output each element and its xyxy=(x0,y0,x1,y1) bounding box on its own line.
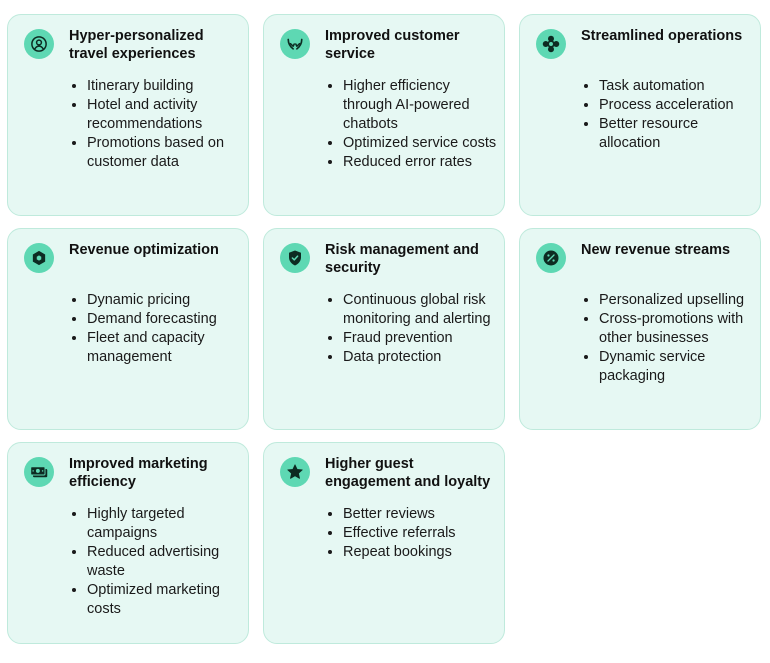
card-title: Risk management and security xyxy=(325,242,479,276)
card-bullet-list: Itinerary building Hotel and activity re… xyxy=(69,77,244,172)
hands-icon xyxy=(280,29,310,59)
card-title: Revenue optimization xyxy=(69,242,219,258)
card-title: Streamlined operations xyxy=(581,28,743,44)
card-bullet-list: Personalized upselling Cross-promotions … xyxy=(581,291,756,386)
list-item: Cross-promotions with other businesses xyxy=(599,310,756,348)
list-item: Personalized upselling xyxy=(599,291,756,310)
list-item: Fleet and capacity management xyxy=(87,329,244,367)
list-item: Optimized service costs xyxy=(343,134,500,153)
user-circle-icon xyxy=(24,29,54,59)
card-bullet-list: Continuous global risk monitoring and al… xyxy=(325,291,500,367)
card-title: New revenue streams xyxy=(581,242,731,258)
list-item: Reduced advertising waste xyxy=(87,543,244,581)
list-item: Better resource allocation xyxy=(599,115,756,153)
card-title: Improved customer service xyxy=(325,28,460,62)
percent-icon xyxy=(536,243,566,273)
shield-check-icon xyxy=(280,243,310,273)
card-title: Improved marketing efficiency xyxy=(69,456,208,490)
benefit-card-customer-service: Improved customer service Higher efficie… xyxy=(263,14,505,216)
card-bullet-list: Dynamic pricing Demand forecasting Fleet… xyxy=(69,291,244,367)
star-icon xyxy=(280,457,310,487)
list-item: Task automation xyxy=(599,77,756,96)
list-item: Demand forecasting xyxy=(87,310,244,329)
benefit-card-new-revenue-streams: New revenue streams Personalized upselli… xyxy=(519,228,761,430)
list-item: Itinerary building xyxy=(87,77,244,96)
list-item: Data protection xyxy=(343,348,500,367)
list-item: Dynamic pricing xyxy=(87,291,244,310)
list-item: Higher efficiency through AI-powered cha… xyxy=(343,77,500,134)
benefit-card-guest-engagement: Higher guest engagement and loyalty Bett… xyxy=(263,442,505,644)
list-item: Fraud prevention xyxy=(343,329,500,348)
card-title: Higher guest engagement and loyalty xyxy=(325,456,491,490)
list-item: Repeat bookings xyxy=(343,543,500,562)
benefit-card-personalized-travel: Hyper-personalized travel experiences It… xyxy=(7,14,249,216)
list-item: Better reviews xyxy=(343,505,500,524)
list-item: Dynamic service packaging xyxy=(599,348,756,386)
benefit-card-streamlined-operations: Streamlined operations Task automation P… xyxy=(519,14,761,216)
list-item: Reduced error rates xyxy=(343,153,500,172)
benefit-card-marketing-efficiency: Improved marketing efficiency Highly tar… xyxy=(7,442,249,644)
benefit-card-risk-management: Risk management and security Continuous … xyxy=(263,228,505,430)
card-bullet-list: Highly targeted campaigns Reduced advert… xyxy=(69,505,244,619)
gear-icon xyxy=(536,29,566,59)
card-bullet-list: Higher efficiency through AI-powered cha… xyxy=(325,77,500,172)
list-item: Promotions based on customer data xyxy=(87,134,244,172)
money-icon xyxy=(24,457,54,487)
list-item: Hotel and activity recommendations xyxy=(87,96,244,134)
card-bullet-list: Task automation Process acceleration Bet… xyxy=(581,77,756,153)
list-item: Effective referrals xyxy=(343,524,500,543)
card-title: Hyper-personalized travel experiences xyxy=(69,28,204,62)
list-item: Continuous global risk monitoring and al… xyxy=(343,291,500,329)
list-item: Optimized marketing costs xyxy=(87,581,244,619)
benefit-card-revenue-optimization: Revenue optimization Dynamic pricing Dem… xyxy=(7,228,249,430)
hexagon-icon xyxy=(24,243,54,273)
list-item: Highly targeted campaigns xyxy=(87,505,244,543)
list-item: Process acceleration xyxy=(599,96,756,115)
card-bullet-list: Better reviews Effective referrals Repea… xyxy=(325,505,500,562)
